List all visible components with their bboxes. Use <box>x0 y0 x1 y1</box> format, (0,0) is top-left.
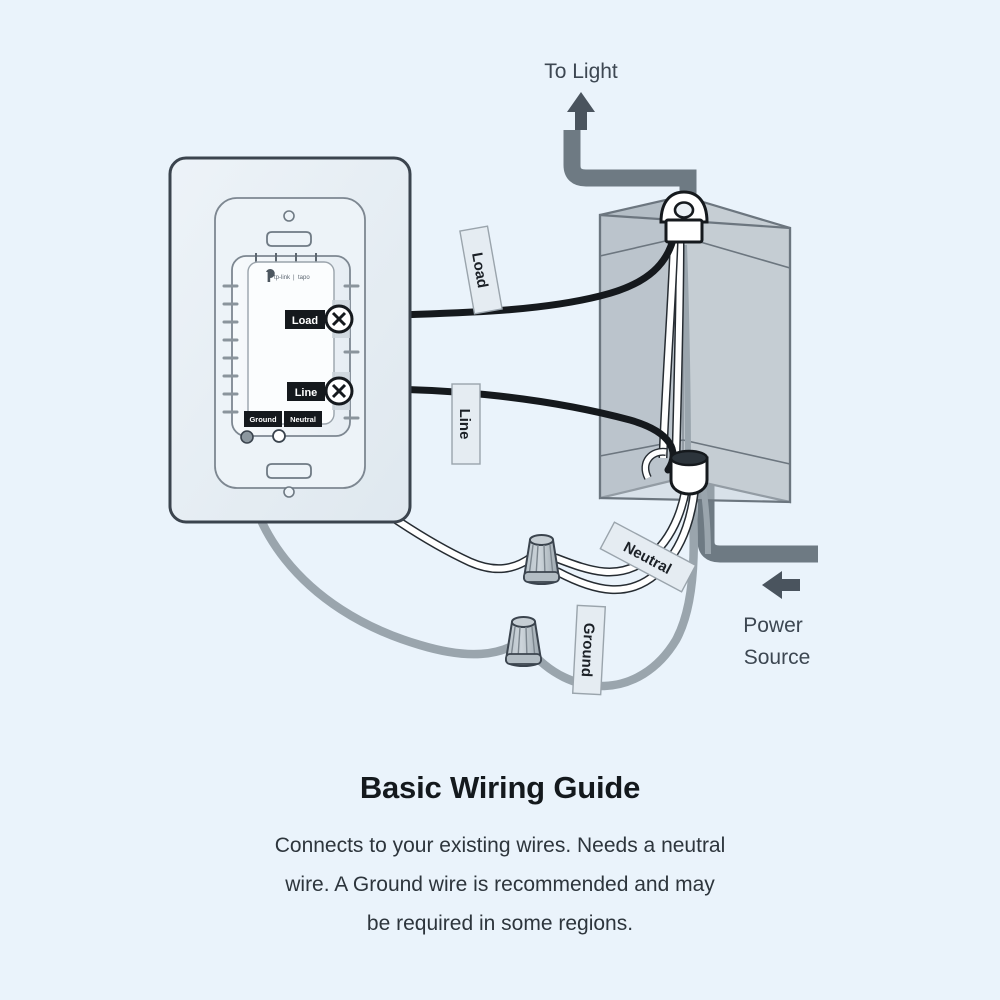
caption-block: Basic Wiring Guide Connects to your exis… <box>0 770 1000 943</box>
wire-tag-line-bg <box>451 383 481 465</box>
junction-box-edge-bottom-right <box>682 439 791 465</box>
terminal-chip-load-bg <box>285 310 325 329</box>
caption-line-2: wire. A Ground wire is recommended and m… <box>285 873 715 896</box>
terminal-chip-neutral-bg <box>284 411 322 427</box>
terminal-chip-line: Line <box>287 382 325 401</box>
wire-tag-ground: Ground <box>571 604 607 696</box>
tp-link-p-mark <box>266 269 275 282</box>
terminal-chip-ground-bg <box>244 411 282 427</box>
terminal-chip-ground: Ground <box>244 411 282 427</box>
lower-clamp-body <box>669 456 709 496</box>
top-clamp-body <box>664 218 704 244</box>
junction-box-front-face <box>598 213 792 504</box>
to-light-label: To Light <box>544 60 618 83</box>
screw-terminal-line[interactable] <box>324 376 354 406</box>
brand-primary-text: tp-link <box>274 275 291 281</box>
terminal-chip-line-text: Line <box>295 387 318 399</box>
wire-nut-ground-cap <box>510 616 537 628</box>
page-title: Basic Wiring Guide <box>359 770 641 805</box>
terminal-chip-neutral-text: Neutral <box>290 415 316 424</box>
wire-nut-ground <box>504 616 543 667</box>
top-clamp-hole <box>673 201 695 219</box>
screw-load-slot-b <box>331 311 347 327</box>
terminal-chip-ground-text: Ground <box>249 415 276 424</box>
caption-line-3: be required in some regions. <box>366 912 634 935</box>
screw-terminal-load[interactable] <box>324 304 354 334</box>
wire-nut-neutral-ribs <box>528 544 554 577</box>
wire-tag-load-text: Load <box>468 251 491 289</box>
wire-tag-load: Load <box>459 225 503 315</box>
wire-tag-neutral-bg <box>599 521 697 593</box>
wall-plate-assembly: tp-link | tapo <box>168 156 412 524</box>
to-light-arrow-icon <box>567 92 595 130</box>
wire-tag-ground-bg <box>571 604 607 696</box>
power-source-label-line1: Power <box>743 614 803 637</box>
mounting-screw-bottom <box>283 486 295 498</box>
ground-wire-inside-box-upper <box>681 244 691 461</box>
wire-nut-ground-skirt <box>505 653 542 665</box>
mounting-slot-bottom <box>266 463 312 479</box>
neutral-pigtail-grommet <box>272 429 286 443</box>
ground-wire-to-box <box>523 465 698 691</box>
power-source-label-line2: Source <box>744 646 811 669</box>
ground-pigtail-grommet <box>240 430 254 444</box>
neutral-inside-box-b-fill <box>660 242 677 459</box>
wire-tag-line: Line <box>451 383 481 465</box>
wire-nut-ground-ribs <box>510 626 536 659</box>
conduit-to-light <box>563 130 697 215</box>
wire-tag-ground-text: Ground <box>578 622 598 677</box>
strap-ticks-left <box>222 284 239 414</box>
junction-box-top-clamp <box>659 190 709 244</box>
terminal-chip-neutral: Neutral <box>284 411 322 427</box>
brand-separator-text: | <box>293 275 295 281</box>
terminal-chip-line-bg <box>287 382 325 401</box>
caption-body: Connects to your existing wires. Needs a… <box>220 826 780 943</box>
screw-line-slot-b <box>331 383 347 399</box>
junction-box-lower-clamp <box>669 449 709 496</box>
brand-secondary-text: tapo <box>298 275 310 281</box>
mounting-slot-top <box>266 231 312 247</box>
terminal-chip-load: Load <box>285 310 325 329</box>
neutral-inside-box-a-fill <box>673 242 683 456</box>
switch-brand-logo: tp-link | tapo <box>266 269 310 282</box>
wire-tag-line-text: Line <box>456 409 473 440</box>
terminal-chip-load-text: Load <box>292 315 318 327</box>
caption-line-1: Connects to your existing wires. Needs a… <box>274 834 726 857</box>
power-source-arrow-icon <box>762 571 800 599</box>
strap-ticks-right <box>343 284 360 420</box>
wire-tag-load-bg <box>459 225 503 315</box>
mounting-screw-top <box>283 210 295 222</box>
lower-clamp-top-opening <box>669 449 709 467</box>
led-indicator-group <box>255 253 317 262</box>
wire-nut-neutral <box>522 534 561 585</box>
wire-nut-neutral-cap <box>528 534 555 546</box>
junction-box <box>598 194 792 504</box>
neutral-loop-fill <box>642 449 667 480</box>
wire-nut-neutral-skirt <box>523 571 560 583</box>
